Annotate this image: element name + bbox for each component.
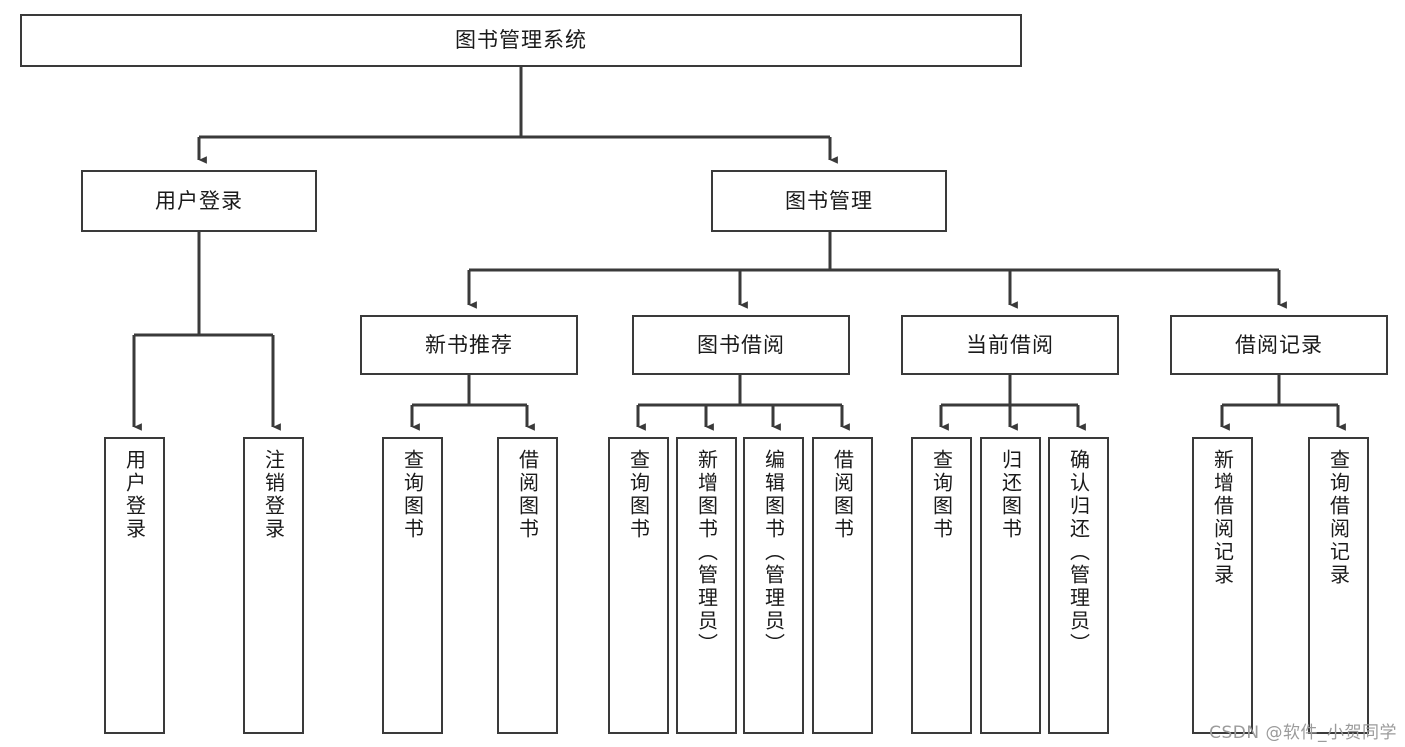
- node-label: 查询图书: [626, 449, 651, 541]
- node-label: 借阅记录: [1235, 332, 1323, 357]
- node-current-borrow[interactable]: 当前借阅: [901, 315, 1119, 375]
- node-label: 图书管理系统: [455, 28, 587, 53]
- node-label: 图书管理: [785, 188, 873, 213]
- leaf-user-login-signin[interactable]: 用户登录: [104, 437, 165, 734]
- node-label: 注销登录: [261, 449, 286, 541]
- leaf-recommend-query-book[interactable]: 查询图书: [382, 437, 443, 734]
- node-label: 新增图书（管理员）: [694, 449, 719, 656]
- node-label: 用户登录: [155, 188, 243, 213]
- leaf-borrow-edit-book-admin[interactable]: 编辑图书（管理员）: [743, 437, 804, 734]
- node-label: 查询图书: [400, 449, 425, 541]
- node-new-book-recommend[interactable]: 新书推荐: [360, 315, 578, 375]
- leaf-current-confirm-return-admin[interactable]: 确认归还（管理员）: [1048, 437, 1109, 734]
- node-label: 借阅图书: [515, 449, 540, 541]
- node-book-borrow[interactable]: 图书借阅: [632, 315, 850, 375]
- leaf-record-query-record[interactable]: 查询借阅记录: [1308, 437, 1369, 734]
- node-label: 当前借阅: [966, 332, 1054, 357]
- node-label: 借阅图书: [830, 449, 855, 541]
- leaf-borrow-query-book[interactable]: 查询图书: [608, 437, 669, 734]
- node-label: 确认归还（管理员）: [1066, 449, 1091, 656]
- node-label: 新书推荐: [425, 332, 513, 357]
- leaf-current-return-book[interactable]: 归还图书: [980, 437, 1041, 734]
- leaf-borrow-borrow-book[interactable]: 借阅图书: [812, 437, 873, 734]
- leaf-recommend-borrow-book[interactable]: 借阅图书: [497, 437, 558, 734]
- node-label: 查询借阅记录: [1326, 449, 1351, 587]
- node-label: 查询图书: [929, 449, 954, 541]
- node-label: 编辑图书（管理员）: [761, 449, 786, 656]
- leaf-user-login-signout[interactable]: 注销登录: [243, 437, 304, 734]
- node-user-login[interactable]: 用户登录: [81, 170, 317, 232]
- node-label: 图书借阅: [697, 332, 785, 357]
- leaf-borrow-add-book-admin[interactable]: 新增图书（管理员）: [676, 437, 737, 734]
- node-borrow-record[interactable]: 借阅记录: [1170, 315, 1388, 375]
- node-label: 用户登录: [122, 449, 147, 541]
- node-label: 归还图书: [998, 449, 1023, 541]
- node-label: 新增借阅记录: [1210, 449, 1235, 587]
- leaf-record-add-record[interactable]: 新增借阅记录: [1192, 437, 1253, 734]
- watermark: CSDN @软件_小贺同学: [1209, 723, 1397, 743]
- leaf-current-query-book[interactable]: 查询图书: [911, 437, 972, 734]
- node-root-system[interactable]: 图书管理系统: [20, 14, 1022, 67]
- node-book-management[interactable]: 图书管理: [711, 170, 947, 232]
